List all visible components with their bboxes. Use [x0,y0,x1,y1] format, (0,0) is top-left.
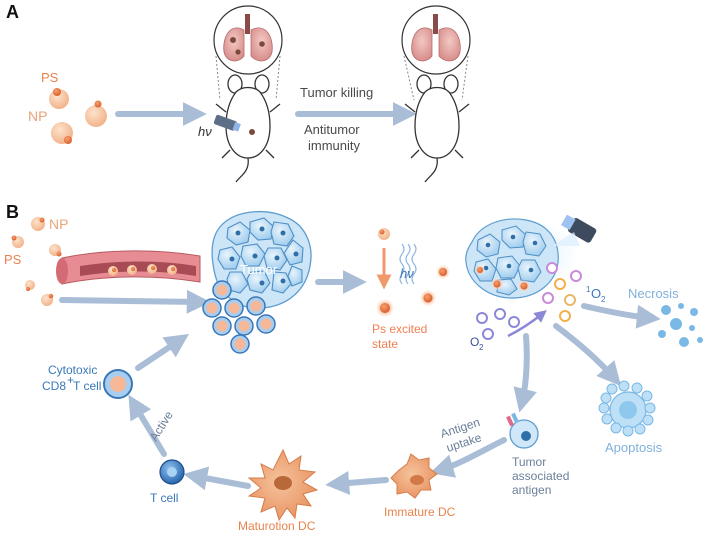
nanoparticle-group-a [49,88,107,144]
o2-label: O [470,335,479,349]
cd8-tcell [234,316,254,336]
light-source-icon [560,214,597,243]
taa-label-2: associated [512,469,569,483]
active-label: Active [147,408,176,443]
laser-icon [213,114,241,132]
ps-label-b: PS [4,252,22,267]
o2-sub: 2 [479,343,484,352]
cytotoxic-label-3: T cell [73,379,101,393]
nanoparticle [147,264,157,274]
mouse-illuminated [213,5,283,183]
cd8-tcell [230,334,250,354]
cd8-tcell [256,314,276,334]
tcell-label: T cell [150,491,178,505]
light-wave-icon [399,243,417,285]
maturation-dc-label: Maturotion DC [238,519,316,533]
cytotoxic-label-1: Cytotoxic [48,363,97,377]
np-label-b: NP [49,216,68,232]
immature-dc-label: Immature DC [384,505,456,519]
cd8-tcell [224,298,244,318]
nanoparticle [49,88,69,109]
oxygen-conversion-arrow [507,310,547,338]
cytotoxic-tcell [103,369,133,399]
oxygen-molecules [476,308,520,340]
panel-b-letter: B [6,202,19,222]
antigen-icon [506,412,519,427]
necrosis-fragments [658,303,703,347]
panel-a-letter: A [6,2,19,22]
antitumor-label-1: Antitumor [304,122,360,137]
arrow-vessel-to-tumor [59,289,211,314]
tcell-cluster [202,280,276,354]
arrow-to-necrosis [581,303,661,329]
lungs-with-tumor-icon [223,14,273,62]
tumor-killing-label: Tumor killing [300,85,373,100]
mouse-body-icon [404,74,470,183]
necrosis-label: Necrosis [628,286,679,301]
tumor-label: Tumor [240,262,278,277]
nanoparticle-group-b [11,217,62,306]
blood-vessel [56,250,201,285]
excited-ps-particle [491,278,503,290]
naive-tcell [159,459,185,485]
healthy-lungs-icon [411,14,461,62]
nanoparticle [127,265,137,275]
cd8-tcell [212,280,232,300]
arrow-to-antigen [513,333,537,413]
cd8-tcell [202,298,222,318]
arrow-cytotoxic-to-tumor [135,334,189,371]
tumor-mass [211,210,312,309]
taa-label-3: antigen [512,483,551,497]
nanoparticle [51,122,73,144]
cd8-tcell [246,296,266,316]
apoptosis-label: Apoptosis [605,440,663,455]
singlet-o2-label: O [591,286,601,301]
ps-label-a: PS [41,70,59,85]
apoptotic-cell [598,380,656,437]
nanoparticle [108,266,118,276]
nanoparticle [85,100,107,127]
hv-label-a: hν [198,124,212,139]
cytotoxic-sup: + [67,373,74,387]
excited-ps-particle [420,290,436,306]
mouse-body-icon [215,74,281,183]
mouse-treated [401,5,471,183]
ps-excited-label-2: state [372,337,398,351]
excited-ps-particle [376,299,394,317]
mature-dc [247,448,319,522]
tumor-associated-antigen-cell [506,412,539,449]
cytotoxic-label-2: CD8 [42,379,66,393]
arrow-to-apoptosis [553,323,622,387]
singlet-o2-sup: 1 [586,285,591,294]
antitumor-label-2: immunity [308,138,361,153]
excited-ps-particle [518,280,530,292]
cd8-tcell [212,316,232,336]
immature-dc [390,453,438,499]
irradiated-tumor [465,214,597,299]
nanoparticle [167,265,177,275]
photosensitizer-ground [378,228,390,240]
excited-ps-particle [436,265,450,279]
np-label-a: NP [28,108,47,124]
arrow-dc-maturation [325,470,389,495]
taa-label-1: Tumor [512,455,546,469]
singlet-oxygen-rings [542,262,582,322]
excited-ps-particle [475,265,485,275]
arrow-antigen-uptake [429,437,507,478]
singlet-o2-sub: 2 [601,295,606,304]
arrow-tcell-activation [128,394,167,457]
ps-excitation [376,228,450,317]
ps-excited-label-1: Ps excited [372,322,427,336]
arrow-dc-to-tcell [183,466,251,491]
hv-label-b: hν [400,266,414,281]
